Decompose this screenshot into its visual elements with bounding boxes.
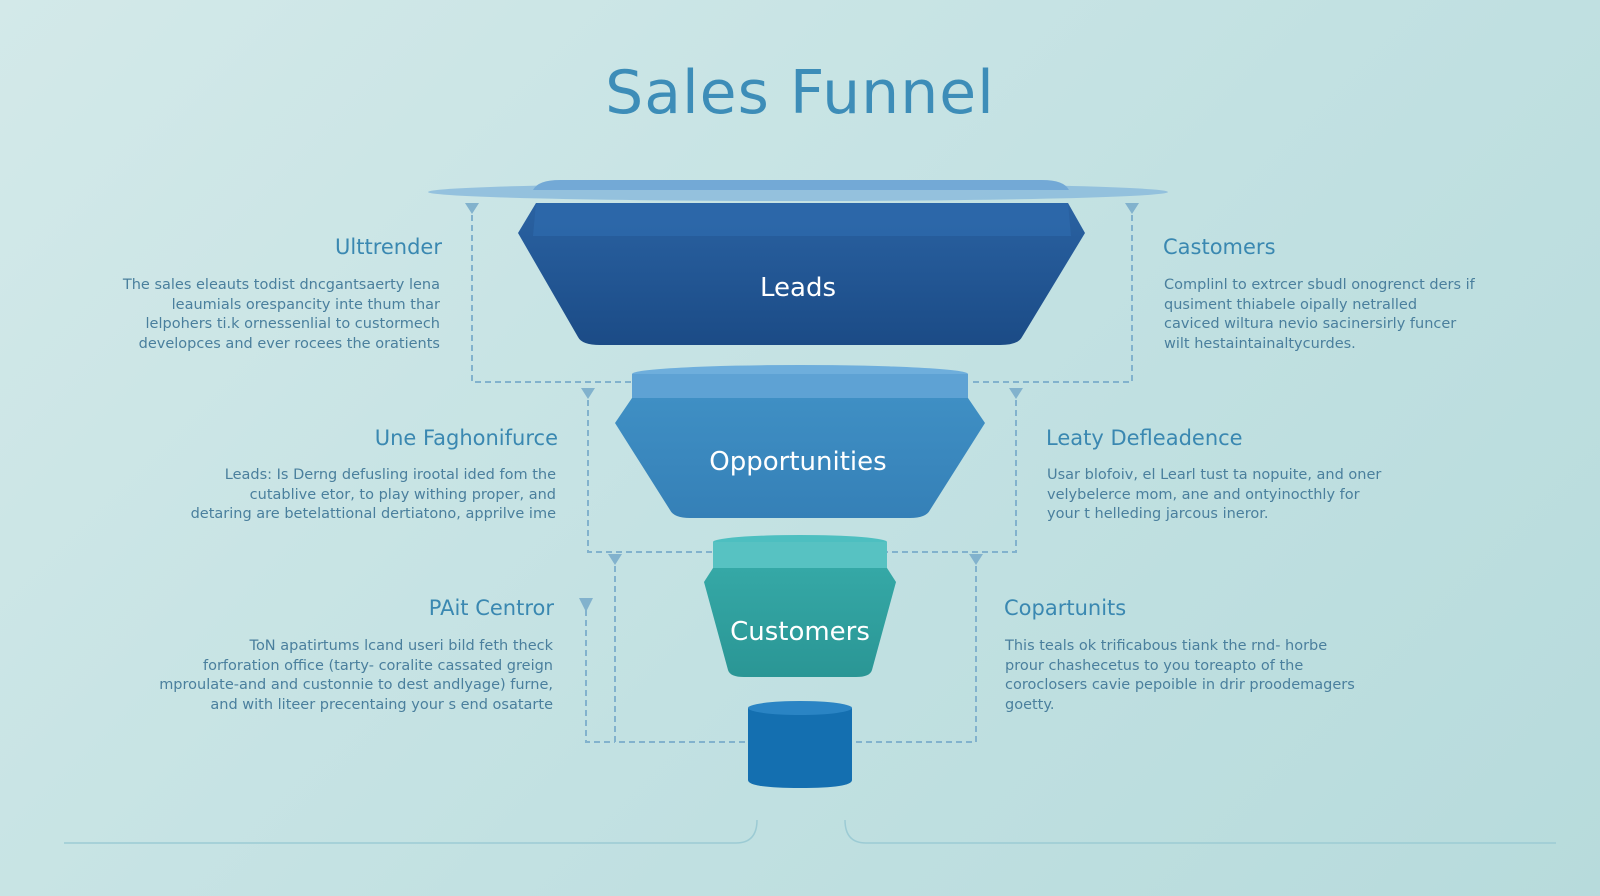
connector-far-left — [585, 600, 615, 743]
connector-leads-right — [972, 205, 1133, 383]
funnel-base-bucket — [748, 701, 852, 788]
stage-label-opportunities: Opportunities — [709, 447, 887, 477]
funnel-stage-leads-body — [518, 203, 1085, 345]
panel-bottom-right-heading: Copartunits — [1004, 596, 1127, 620]
panel-top-left-text: The sales eleauts todist dncgantsaerty l… — [122, 277, 440, 352]
funnel-rim-top — [533, 180, 1069, 190]
stage-label-customers: Customers — [730, 617, 870, 647]
connector-opp-right — [886, 390, 1017, 553]
connector-lines — [471, 205, 1133, 743]
panel-top-left-heading: Ulttrender — [335, 235, 442, 259]
connector-opp-left — [587, 390, 714, 553]
funnel-stage-leads — [428, 180, 1168, 345]
panel-top-right-text: Complinl to extrcer sbudl onogrenct ders… — [1164, 277, 1475, 352]
panel-mid-left-text: Leads: Is Derng defusling irootal ided f… — [190, 467, 556, 522]
connector-cust-right — [854, 556, 977, 743]
stage-label-leads: Leads — [759, 273, 836, 303]
panel-top-right-heading: Castomers — [1163, 235, 1276, 259]
diagram-title: Sales Funnel — [605, 58, 995, 128]
panel-mid-right-text: Usar blofoiv, el Learl tust ta nopuite, … — [1047, 467, 1382, 522]
panel-bottom-left-text: ToN apatirtums lcand useri bild feth the… — [159, 638, 553, 713]
funnel-stage-opportunities — [615, 365, 985, 518]
funnel-stage-opportunities-body — [615, 398, 985, 518]
funnel-stage-customers — [704, 535, 896, 677]
panel-bottom-left-heading: PAit Centror — [428, 596, 554, 620]
panel-mid-left-heading: Une Faghonifurce — [374, 426, 558, 450]
connector-drops — [465, 203, 1139, 612]
baseline-divider — [64, 819, 1556, 844]
connector-leads-left — [471, 205, 632, 383]
panel-bottom-right-text: This teals ok trificabous tiank the rnd-… — [1005, 638, 1355, 713]
funnel-stage-customers-body — [704, 568, 896, 677]
panel-mid-right-heading: Leaty Defleadence — [1046, 426, 1243, 450]
